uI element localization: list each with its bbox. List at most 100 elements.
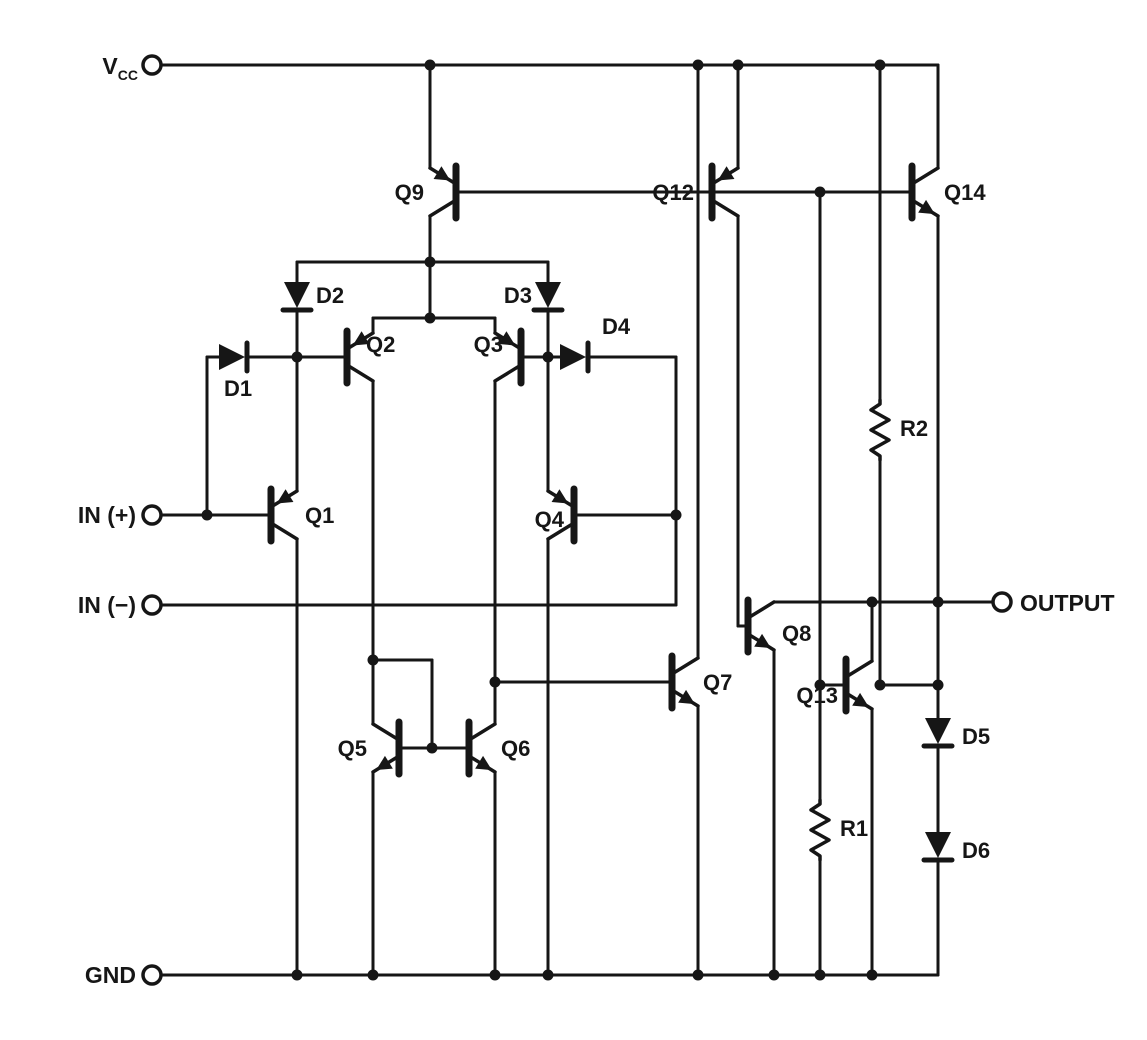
junction-dot: [291, 969, 303, 981]
transistor-label: Q6: [501, 736, 530, 761]
junction-dot: [542, 969, 554, 981]
junction-dot: [732, 59, 744, 71]
transistor-label: Q4: [535, 507, 565, 532]
junction-dot: [874, 59, 886, 71]
terminal-gnd: GND: [85, 962, 163, 988]
terminal-label: OUTPUT: [1020, 590, 1115, 616]
transistor-emitter-lead: [546, 521, 576, 541]
transistor-q7: Q7: [668, 652, 732, 712]
transistor-q14: Q14: [908, 162, 986, 222]
transistor-label: Q8: [782, 621, 811, 646]
transistor-arrow: [754, 633, 771, 649]
junction-dot: [932, 596, 944, 608]
transistor-collector-lead: [371, 722, 401, 742]
resistor-r1: R1: [809, 798, 868, 862]
wires: [159, 63, 995, 977]
transistor-q5: Q5: [338, 718, 403, 778]
terminal-circle: [141, 594, 163, 616]
junction-dot: [489, 676, 501, 688]
terminal-in-plus: IN (+): [78, 502, 163, 528]
transistor-label: Q9: [395, 180, 424, 205]
terminal-circle: [141, 964, 163, 986]
transistor-emitter-lead: [493, 363, 523, 383]
transistor-emitter-lead: [710, 198, 740, 218]
transistor-collector-lead: [467, 722, 497, 742]
diode-label: D1: [224, 376, 252, 401]
diode-triangle: [925, 832, 951, 858]
transistor-q2: Q2: [343, 327, 395, 387]
terminal-circle: [141, 54, 163, 76]
transistor-arrow: [433, 166, 451, 181]
junction-dot: [692, 969, 704, 981]
junction-dot: [814, 186, 826, 198]
diode-label: D6: [962, 838, 990, 863]
transistor-collector-lead: [844, 659, 874, 679]
transistor-q12: Q12: [652, 162, 740, 222]
transistor-label: Q2: [366, 332, 395, 357]
transistor-arrow: [276, 489, 294, 504]
junction-dot: [424, 256, 436, 268]
diode-d6: D6: [921, 832, 990, 863]
junction-dot: [367, 654, 379, 666]
transistor-label: Q1: [305, 503, 334, 528]
transistor-label: Q3: [474, 332, 503, 357]
junction-dot: [367, 969, 379, 981]
terminal-label: VCC: [102, 53, 138, 83]
transistor-arrow: [376, 755, 393, 771]
junction-dot: [424, 312, 436, 324]
transistor-arrow: [678, 689, 695, 705]
resistor-label: R1: [840, 816, 868, 841]
transistor-q1: Q1: [267, 485, 334, 545]
junction-dot: [692, 59, 704, 71]
diode-label: D2: [316, 283, 344, 308]
diode-triangle: [284, 282, 310, 308]
junction-dot: [291, 351, 303, 363]
terminal-label: GND: [85, 962, 136, 988]
transistor-q9: Q9: [395, 162, 460, 222]
transistor-collector-lead: [910, 166, 940, 186]
diode-d4: D4: [560, 314, 631, 374]
resistor-r2: R2: [869, 398, 928, 462]
junction-dot: [866, 969, 878, 981]
transistor-q4: Q4: [535, 485, 578, 545]
transistor-arrow: [498, 331, 516, 346]
transistor-emitter-lead: [345, 363, 375, 383]
transistor-emitter-lead: [428, 198, 458, 218]
transistor-arrow: [475, 755, 492, 771]
transistor-arrow: [852, 692, 869, 708]
transistor-arrow: [352, 331, 370, 346]
resistor-zigzag: [869, 398, 891, 462]
junction-dot: [201, 509, 213, 521]
transistor-q8: Q8: [744, 596, 811, 656]
terminal-in-minus: IN (−): [78, 592, 163, 618]
diode-triangle: [535, 282, 561, 308]
transistor-q6: Q6: [465, 718, 530, 778]
transistor-arrow: [918, 199, 935, 215]
junction-dot: [866, 596, 878, 608]
junction-dot: [426, 742, 438, 754]
diode-triangle: [219, 344, 245, 370]
transistor-collector-lead: [670, 656, 700, 676]
transistor-arrow: [717, 166, 735, 181]
diode-d2: D2: [280, 282, 344, 313]
transistor-label: Q7: [703, 670, 732, 695]
junction-dot: [670, 509, 682, 521]
junction-dot: [424, 59, 436, 71]
diode-d5: D5: [921, 718, 990, 749]
terminal-label: IN (+): [78, 502, 136, 528]
junction-dot: [814, 679, 826, 691]
junction-dot: [489, 969, 501, 981]
diode-triangle: [560, 344, 586, 370]
resistor-zigzag: [809, 798, 831, 862]
transistor-collector-lead: [746, 600, 776, 620]
terminal-output: OUTPUT: [991, 590, 1115, 616]
transistor-label: Q14: [944, 180, 986, 205]
junction-dot: [874, 679, 886, 691]
junction-dot: [768, 969, 780, 981]
junction-dot: [814, 969, 826, 981]
terminal-label: IN (−): [78, 592, 136, 618]
junction-dot: [542, 351, 554, 363]
resistor-label: R2: [900, 416, 928, 441]
